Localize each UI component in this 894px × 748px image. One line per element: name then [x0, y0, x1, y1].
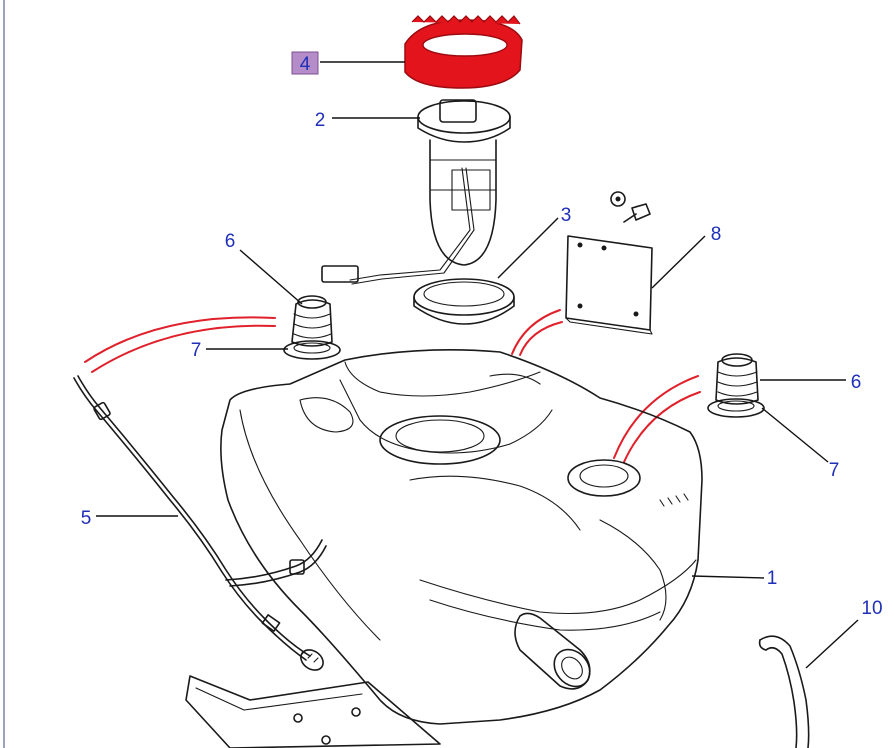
part-6-7-left-fitting[interactable] — [283, 295, 341, 360]
callout-labels: 4 2 3 8 6 7 6 7 5 1 10 — [81, 51, 883, 619]
part-2-fuel-pump[interactable] — [321, 99, 511, 285]
callout-3[interactable]: 3 — [561, 205, 572, 226]
callout-10[interactable]: 10 — [861, 598, 882, 619]
callout-1[interactable]: 1 — [767, 568, 778, 589]
callout-2[interactable]: 2 — [315, 110, 326, 131]
callout-6-right[interactable]: 6 — [851, 372, 862, 393]
part-6-7-right-fitting[interactable] — [707, 353, 765, 418]
part-8-access-plate[interactable] — [565, 191, 653, 335]
callout-5[interactable]: 5 — [81, 508, 92, 529]
callout-7-right[interactable]: 7 — [829, 460, 840, 481]
callout-8[interactable]: 8 — [711, 224, 722, 245]
callout-4[interactable]: 4 — [300, 54, 311, 75]
part-4-locking-ring[interactable] — [404, 15, 523, 89]
callout-7-left[interactable]: 7 — [191, 340, 202, 361]
mounting-bracket[interactable] — [185, 675, 441, 748]
part-3-seal-ring[interactable] — [413, 278, 515, 325]
assembly-direction-lines — [84, 309, 701, 463]
part-10-hose[interactable] — [758, 635, 810, 748]
part-5-breather-pipe[interactable] — [73, 375, 327, 674]
callout-4-highlight-box — [291, 51, 319, 75]
leader-lines — [96, 61, 859, 669]
part-1-fuel-tank[interactable] — [220, 348, 703, 725]
callout-6-left[interactable]: 6 — [225, 231, 236, 252]
